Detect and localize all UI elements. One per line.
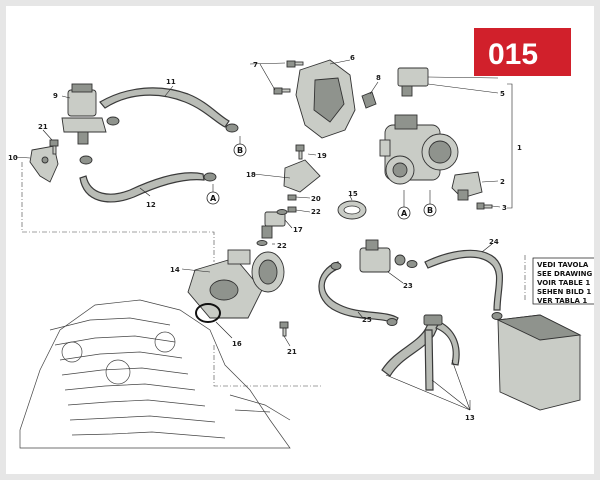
- callout-9: 9: [53, 92, 58, 100]
- callout-20: 20: [311, 195, 321, 203]
- injector-17: [261, 211, 286, 239]
- cover-6: [295, 59, 356, 139]
- callout-15: 15: [348, 190, 358, 198]
- leader-lines: [14, 59, 501, 411]
- hose-24: [424, 249, 503, 311]
- bolt-21b: [279, 321, 289, 337]
- valve-23: [359, 239, 406, 273]
- callout-13: 13: [465, 414, 475, 422]
- callout-19: 19: [317, 152, 327, 160]
- callout-numbers: 1 2 3 5 6 7 8 9 10 11 12 13 14 15 16 17 …: [8, 54, 522, 422]
- callout-21-upper: 21: [38, 123, 48, 131]
- throttle-body-1: [379, 114, 459, 185]
- guide-lines: [21, 162, 526, 387]
- callout-23: 23: [403, 282, 413, 290]
- hose-12: [79, 172, 205, 203]
- callout-22-upper: 22: [311, 208, 321, 216]
- callout-17: 17: [293, 226, 303, 234]
- hose-13: [381, 314, 460, 391]
- callout-12: 12: [146, 201, 156, 209]
- note-line-2: SEE DRAWING: [537, 270, 593, 278]
- callout-1: 1: [517, 144, 522, 152]
- note-line-4: SEHEN BILD 1: [537, 288, 591, 296]
- bracket-lines-1: [507, 83, 513, 209]
- note-line-3: VOIR TABLE 1: [537, 279, 590, 287]
- callout-6: 6: [350, 54, 355, 62]
- engine-block: [19, 299, 291, 449]
- callout-10: 10: [8, 154, 18, 162]
- bolt-21a: [49, 139, 59, 155]
- sensor-5: [397, 67, 429, 97]
- callout-25: 25: [362, 316, 372, 324]
- callout-21-lower: 21: [287, 348, 297, 356]
- clip-8: [361, 91, 377, 109]
- callout-7: 7: [253, 61, 258, 69]
- note-line-5: VER TABLA 1: [537, 297, 587, 305]
- callout-22-lower: 22: [277, 242, 287, 250]
- sensor-2: [451, 171, 483, 201]
- bolt-3: [476, 202, 493, 210]
- callout-8: 8: [376, 74, 381, 82]
- clamps-lower: [330, 260, 503, 326]
- callout-5: 5: [500, 90, 505, 98]
- screws-7: [273, 60, 304, 95]
- o-rings-22: [256, 209, 288, 246]
- callout-18: 18: [246, 171, 256, 179]
- canister: [496, 314, 582, 411]
- callout-16: 16: [232, 340, 242, 348]
- manifold-14: [187, 249, 285, 319]
- fuel-rail-18: [283, 144, 321, 213]
- connector-markers: B A A B: [206, 136, 437, 220]
- callout-3: 3: [502, 204, 507, 212]
- callout-11: 11: [166, 78, 176, 86]
- exploded-parts-diagram: 015: [8, 28, 594, 449]
- reference-note: VEDI TAVOLA SEE DRAWING VOIR TABLE 1 SEH…: [532, 257, 594, 305]
- hose-clamps: [79, 116, 239, 182]
- marker-b-1-label: B: [237, 146, 243, 155]
- marker-a-1-label: A: [210, 194, 217, 203]
- hose-11: [99, 87, 230, 128]
- marker-b-2-label: B: [427, 206, 433, 215]
- note-line-1: VEDI TAVOLA: [537, 261, 589, 269]
- callout-24: 24: [489, 238, 499, 246]
- badge-background: [474, 28, 571, 76]
- callout-2: 2: [500, 178, 505, 186]
- page-badge: 015: [474, 28, 571, 76]
- solenoid-valve-9: [61, 83, 107, 145]
- badge-label: 015: [488, 38, 538, 71]
- callout-14: 14: [170, 266, 180, 274]
- bracket-10: [29, 145, 59, 183]
- gasket-16: [195, 303, 221, 323]
- marker-a-2-label: A: [401, 209, 408, 218]
